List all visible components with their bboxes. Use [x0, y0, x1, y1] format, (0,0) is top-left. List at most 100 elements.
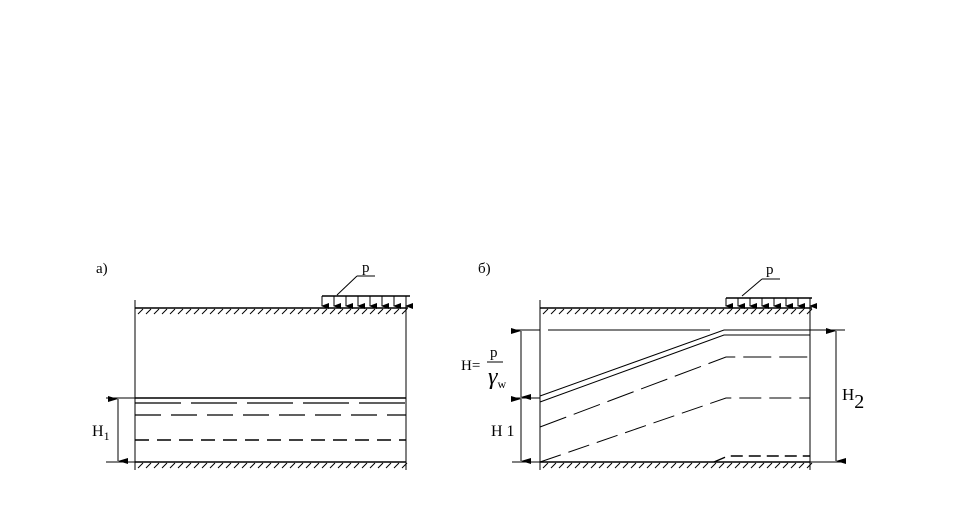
panel-b-line-dashed-3: [713, 455, 810, 463]
hatch-tick: [638, 308, 645, 315]
panel-b-load: p: [725, 262, 817, 309]
panel-a-top-hatch: [137, 308, 408, 315]
hatch-tick: [678, 308, 685, 315]
hatch-tick: [550, 462, 557, 469]
hatch-tick: [265, 462, 272, 469]
panel-b-formula-h: H=: [461, 358, 480, 374]
hatch-tick: [582, 308, 589, 315]
hatch-tick: [249, 308, 256, 315]
panel-b-formula-denominator: γw: [488, 364, 506, 391]
hatch-tick: [590, 308, 597, 315]
hatch-tick: [377, 462, 384, 469]
hatch-tick: [766, 308, 773, 315]
hatch-tick: [241, 308, 248, 315]
hatch-tick: [177, 462, 184, 469]
hatch-tick: [345, 308, 352, 315]
hatch-tick: [654, 462, 661, 469]
hatch-tick: [321, 308, 328, 315]
hatch-tick: [233, 308, 240, 315]
hatch-tick: [225, 308, 232, 315]
hatch-tick: [670, 462, 677, 469]
hatch-tick: [542, 462, 549, 469]
hatch-tick: [662, 308, 669, 315]
hatch-tick: [393, 462, 400, 469]
hatch-tick: [201, 462, 208, 469]
hatch-tick: [646, 308, 653, 315]
panel-b-formula: H= p γw: [461, 345, 506, 391]
hatch-tick: [185, 462, 192, 469]
hatch-tick: [782, 308, 789, 315]
hatch-tick: [273, 308, 280, 315]
hatch-tick: [638, 462, 645, 469]
hatch-tick: [622, 308, 629, 315]
hatch-tick: [782, 462, 789, 469]
hatch-tick: [718, 462, 725, 469]
hatch-tick: [361, 308, 368, 315]
hatch-tick: [169, 308, 176, 315]
hatch-tick: [161, 462, 168, 469]
hatch-tick: [137, 308, 144, 315]
hatch-tick: [598, 462, 605, 469]
hatch-tick: [217, 308, 224, 315]
hatch-tick: [201, 308, 208, 315]
hatch-tick: [798, 462, 805, 469]
hatch-tick: [153, 308, 160, 315]
hatch-tick: [590, 462, 597, 469]
hatch-tick: [161, 308, 168, 315]
hatch-tick: [313, 308, 320, 315]
panel-b: б) p: [461, 261, 864, 470]
panel-a-dimension-h1: H1: [92, 396, 135, 464]
hatch-tick: [766, 462, 773, 469]
hatch-tick: [774, 462, 781, 469]
hatch-tick: [798, 308, 805, 315]
hatch-tick: [710, 462, 717, 469]
panel-b-line-dashed-2: [539, 397, 810, 463]
hatch-tick: [702, 308, 709, 315]
hatch-tick: [614, 308, 621, 315]
hatch-tick: [542, 308, 549, 315]
panel-b-line-solid-2: [539, 334, 810, 403]
hatch-tick: [321, 462, 328, 469]
panel-a-h1-label: H1: [92, 423, 110, 443]
hatch-tick: [177, 308, 184, 315]
hatch-tick: [694, 308, 701, 315]
hatch-tick: [694, 462, 701, 469]
hatch-tick: [193, 308, 200, 315]
hatch-tick: [614, 462, 621, 469]
hatch-tick: [137, 462, 144, 469]
hatch-tick: [337, 462, 344, 469]
hatch-tick: [193, 462, 200, 469]
hatch-tick: [401, 462, 408, 469]
panel-a-load-leader: [336, 275, 358, 296]
panel-b-bottom-hatch: [542, 462, 813, 469]
hatch-tick: [145, 462, 152, 469]
panel-b-line-solid-1: [539, 329, 810, 397]
hatch-tick: [566, 308, 573, 315]
hatch-tick: [734, 308, 741, 315]
hatch-tick: [249, 462, 256, 469]
hatch-tick: [209, 308, 216, 315]
hatch-tick: [558, 308, 565, 315]
hatch-tick: [337, 308, 344, 315]
hatch-tick: [718, 308, 725, 315]
hatch-tick: [678, 462, 685, 469]
panel-a-bottom-hatch: [137, 462, 408, 469]
hatch-tick: [622, 462, 629, 469]
hatch-tick: [169, 462, 176, 469]
panel-b-dimension-h2: H2: [810, 328, 864, 464]
hatch-tick: [758, 308, 765, 315]
hatch-tick: [758, 462, 765, 469]
hatch-tick: [630, 308, 637, 315]
panel-a-label: а): [96, 261, 108, 277]
hatch-tick: [225, 462, 232, 469]
hatch-tick: [345, 462, 352, 469]
hatch-tick: [377, 308, 384, 315]
panel-a-load-label: p: [362, 260, 370, 276]
hatch-tick: [273, 462, 280, 469]
hatch-tick: [153, 462, 160, 469]
hatch-tick: [598, 308, 605, 315]
hatch-tick: [385, 462, 392, 469]
hatch-tick: [305, 462, 312, 469]
hatch-tick: [790, 308, 797, 315]
